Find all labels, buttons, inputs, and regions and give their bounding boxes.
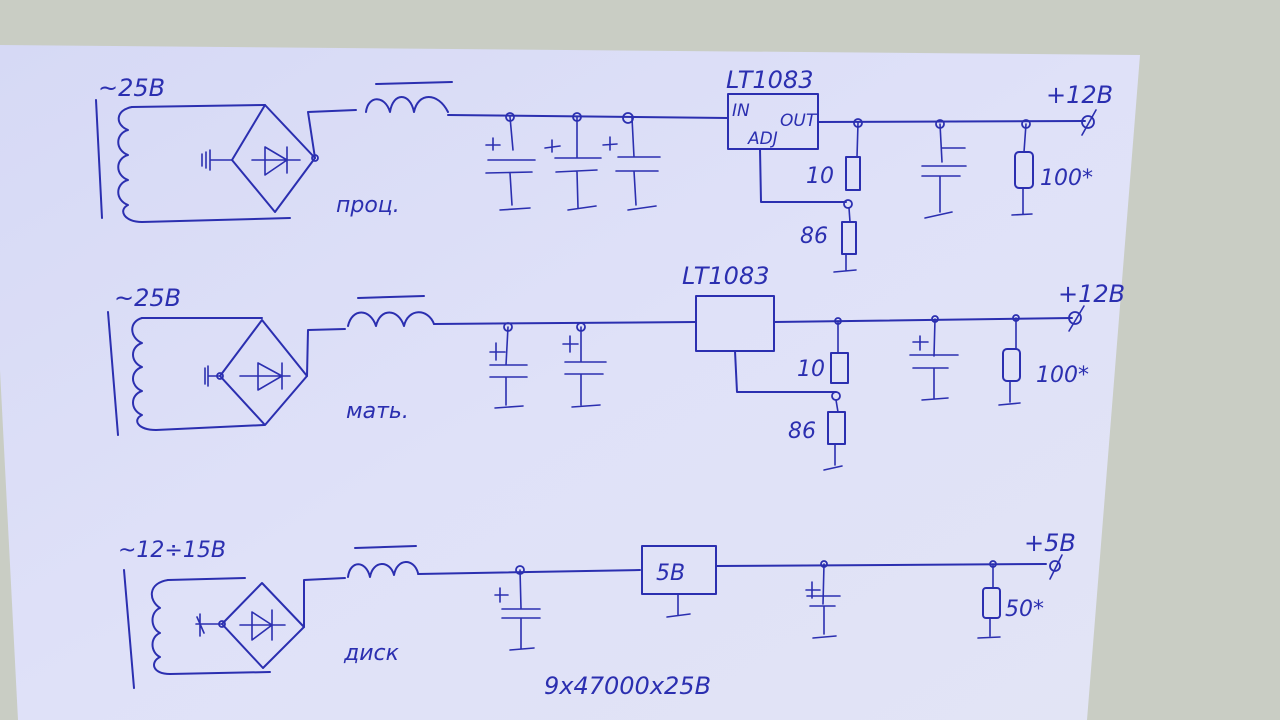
wire (1023, 123, 1027, 153)
wire (417, 569, 641, 575)
load-resistor-label: 100* (1036, 363, 1089, 388)
ground-symbol-icon (833, 253, 857, 273)
input-capacitor (489, 322, 528, 409)
transformer-winding (131, 317, 157, 431)
diode-bridge (231, 104, 316, 213)
transformer-core (107, 311, 119, 436)
capacitor-note: 9x47000x25B (544, 672, 711, 700)
resistor-top-label: 10 (806, 164, 834, 189)
output-capacitor (805, 563, 841, 639)
diode-symbol-icon (251, 146, 301, 176)
output-terminal (1068, 311, 1082, 325)
input-voltage-label: ~12÷15B (118, 538, 226, 563)
wire (141, 217, 291, 223)
input-capacitor (494, 565, 541, 651)
wire (759, 148, 847, 203)
circuit-name-label: мать. (346, 399, 409, 424)
resistor-bottom-label: 86 (788, 419, 816, 444)
resistor-top-label: 10 (797, 357, 825, 382)
transformer-winding (150, 579, 171, 675)
pin-in-label: IN (732, 101, 750, 121)
output-voltage-label: +5B (1024, 529, 1076, 557)
output-terminal (1049, 560, 1061, 572)
paper-sheet (0, 45, 1140, 720)
wire (433, 321, 697, 325)
wire (303, 577, 346, 628)
wire (835, 399, 839, 413)
ground-symbol-icon (201, 149, 233, 171)
resistor-10 (845, 156, 861, 191)
circuit-disk: ~12÷15B диск 5B 50* +5B (118, 529, 1076, 689)
wire (715, 563, 1047, 567)
pin-adj-label: ADJ (747, 129, 778, 149)
transformer-winding (117, 106, 143, 223)
inductor (365, 96, 449, 113)
input-voltage-label: ~25B (98, 74, 165, 102)
circuit-name-label: проц. (336, 193, 400, 218)
load-resistor (1014, 151, 1034, 189)
diode-symbol-icon (239, 362, 291, 391)
ground-symbol-icon (195, 613, 223, 637)
input-capacitor (544, 112, 602, 211)
input-capacitor (562, 322, 607, 408)
input-voltage-label: ~25B (114, 284, 181, 312)
inductor-core (354, 545, 417, 549)
output-capacitor (909, 318, 959, 401)
diode-symbol-icon (239, 609, 286, 641)
output-terminal (1081, 115, 1095, 129)
input-capacitor (485, 112, 536, 211)
wire (848, 207, 851, 223)
output-voltage-label: +12B (1058, 280, 1125, 308)
regulator-5v (641, 545, 717, 595)
resistor-86 (841, 221, 857, 255)
wire (307, 109, 357, 159)
inductor-core (375, 81, 453, 85)
regulator-label: 5B (656, 561, 685, 586)
resistor-10 (830, 352, 849, 384)
input-capacitor (602, 112, 661, 211)
output-capacitor (921, 123, 967, 219)
wire (856, 122, 859, 158)
ground-symbol-icon (977, 617, 1001, 639)
output-voltage-label: +12B (1046, 81, 1113, 109)
ground-symbol-icon (666, 593, 691, 618)
wire (169, 671, 271, 675)
wire (131, 104, 266, 108)
ground-symbol-icon (998, 380, 1021, 406)
pin-out-label: OUT (780, 111, 818, 131)
wire (447, 114, 729, 119)
wire (817, 120, 1086, 123)
inductor-core (357, 295, 425, 299)
wire (734, 350, 837, 393)
wire (773, 317, 1073, 323)
resistor-86 (827, 411, 846, 445)
circuit-motherboard: ~25B мать. LT1083 10 (107, 262, 1125, 471)
circuit-cpu: ~25B проц. LT10 (95, 66, 1113, 273)
resistor-bottom-label: 86 (800, 224, 828, 249)
inductor (347, 561, 419, 578)
wire (155, 424, 265, 431)
wire (306, 328, 346, 377)
inductor (347, 311, 435, 327)
load-resistor-label: 50* (1005, 597, 1044, 622)
ground-symbol-icon (1011, 187, 1033, 216)
transformer-core (123, 569, 135, 689)
diode-bridge (221, 582, 305, 669)
regulator-label: LT1083 (682, 262, 769, 290)
circuit-name-label: диск (343, 641, 400, 666)
ground-symbol-icon (823, 443, 843, 471)
load-resistor (1002, 348, 1021, 382)
diode-bridge (219, 319, 308, 426)
load-resistor-label: 100* (1040, 166, 1093, 191)
wire (167, 577, 246, 581)
load-resistor (982, 587, 1001, 619)
ground-symbol-icon (204, 365, 221, 387)
regulator-label: LT1083 (726, 66, 813, 94)
transformer-core (95, 99, 103, 219)
